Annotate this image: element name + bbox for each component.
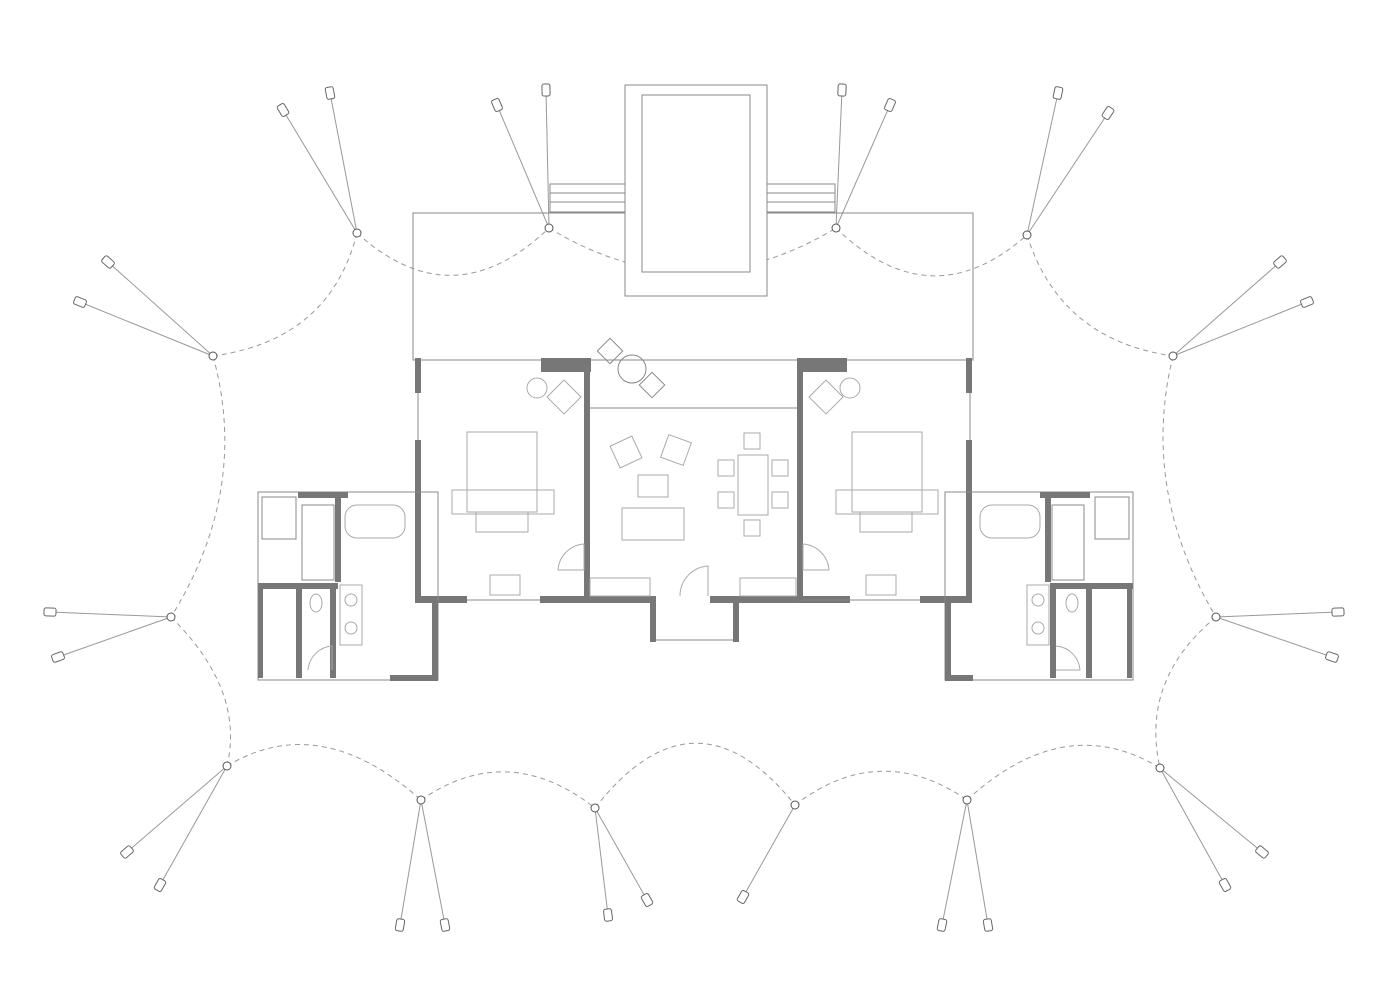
guy-line <box>79 301 214 357</box>
doors <box>307 543 1081 671</box>
anchor-peg-icon <box>73 296 87 308</box>
tent-post-icon <box>416 795 426 805</box>
guy-line <box>1026 112 1109 236</box>
tent-post-icon <box>1168 351 1178 361</box>
living-furniture <box>589 432 797 597</box>
canopy-arc <box>966 744 1161 801</box>
anchor-peg-icon <box>1101 106 1115 120</box>
anchor-peg-icon <box>394 918 406 932</box>
tent-post-icon <box>962 795 972 805</box>
anchor-peg-icon <box>1300 296 1314 308</box>
guy-line <box>1215 616 1333 658</box>
anchor-peg-icon <box>1273 255 1287 269</box>
canopy-arc <box>594 742 796 809</box>
canopy-arc <box>226 744 422 801</box>
guy-line <box>966 799 989 926</box>
pool-steps-left <box>549 183 626 213</box>
bedroom-furniture <box>451 377 939 596</box>
guy-line <box>49 611 172 618</box>
tent-post-icon <box>166 612 176 622</box>
anchor-peg-icon <box>640 893 654 907</box>
anchor-peg-icon <box>603 908 613 922</box>
anchor-peg-icon <box>439 918 451 932</box>
canopy-arc <box>212 232 358 357</box>
anchor-peg-icon <box>837 83 847 97</box>
canopy-arc <box>1026 234 1174 357</box>
tent-post-icon <box>1022 230 1032 240</box>
guy-line <box>594 807 648 901</box>
guy-line <box>1215 611 1339 618</box>
tent-post-icon <box>352 228 362 238</box>
canopy-arc <box>356 227 550 276</box>
tent-post-icon <box>208 351 218 361</box>
guy-line <box>1159 767 1263 853</box>
tent-post-icon <box>1155 763 1165 773</box>
anchor-peg-icon <box>1052 86 1064 100</box>
canopy-arc <box>548 227 837 272</box>
tent-post-icon <box>222 761 232 771</box>
guy-line <box>57 616 172 658</box>
tent-post-icon <box>544 223 554 233</box>
canopy-arc <box>170 616 231 767</box>
canopy-arcs <box>170 227 1217 809</box>
anchor-peg-icon <box>541 83 551 97</box>
guy-line <box>159 765 228 886</box>
guy-line <box>1172 301 1308 357</box>
guy-lines <box>43 83 1345 932</box>
building <box>257 358 1134 681</box>
guy-line <box>329 92 358 234</box>
guy-line <box>420 799 446 926</box>
guy-line <box>496 104 550 229</box>
anchor-peg-icon <box>1325 651 1339 663</box>
guy-line <box>941 799 968 926</box>
anchor-peg-icon <box>120 845 134 859</box>
anchor-peg-icon <box>936 918 948 932</box>
anchor-peg-icon <box>51 651 65 663</box>
anchor-peg-icon <box>1331 607 1345 617</box>
anchor-peg-icon <box>982 918 994 932</box>
anchor-peg-icon <box>1218 878 1232 892</box>
pool-surround <box>624 84 768 297</box>
guy-line <box>835 104 891 229</box>
anchor-peg-icon <box>884 98 896 112</box>
tent-post-icon <box>1211 612 1221 622</box>
guy-line <box>107 261 214 357</box>
canopy-arc <box>835 227 1028 277</box>
guy-line <box>1172 261 1281 357</box>
bathroom-fixtures <box>309 504 1079 646</box>
guy-line <box>1026 92 1059 236</box>
anchor-peg-icon <box>736 890 750 904</box>
canopy-arc <box>420 771 596 809</box>
canopy-arc <box>170 355 226 618</box>
guy-line <box>594 807 609 916</box>
tent-post-icon <box>590 803 600 813</box>
canopy-arc <box>794 770 968 806</box>
anchor-peg-icon <box>491 98 503 112</box>
pool-steps-right <box>766 183 836 213</box>
guy-line <box>282 109 358 234</box>
guy-line <box>835 89 843 229</box>
guy-line <box>399 799 422 926</box>
guy-line <box>126 765 228 853</box>
anchor-peg-icon <box>101 255 115 269</box>
anchor-peg-icon <box>1255 845 1269 859</box>
tent-post-icon <box>790 800 800 810</box>
guy-line <box>742 804 796 898</box>
pool <box>641 94 751 273</box>
canopy-arc <box>1155 616 1217 769</box>
guy-line <box>1159 767 1226 886</box>
guy-line <box>545 89 550 229</box>
outdoor-seating <box>596 337 666 399</box>
anchor-peg-icon <box>153 878 167 892</box>
tent-post-icon <box>831 223 841 233</box>
anchor-peg-icon <box>43 607 57 617</box>
canopy-arc <box>1162 355 1217 618</box>
anchor-peg-icon <box>324 86 336 100</box>
anchor-peg-icon <box>276 103 290 117</box>
